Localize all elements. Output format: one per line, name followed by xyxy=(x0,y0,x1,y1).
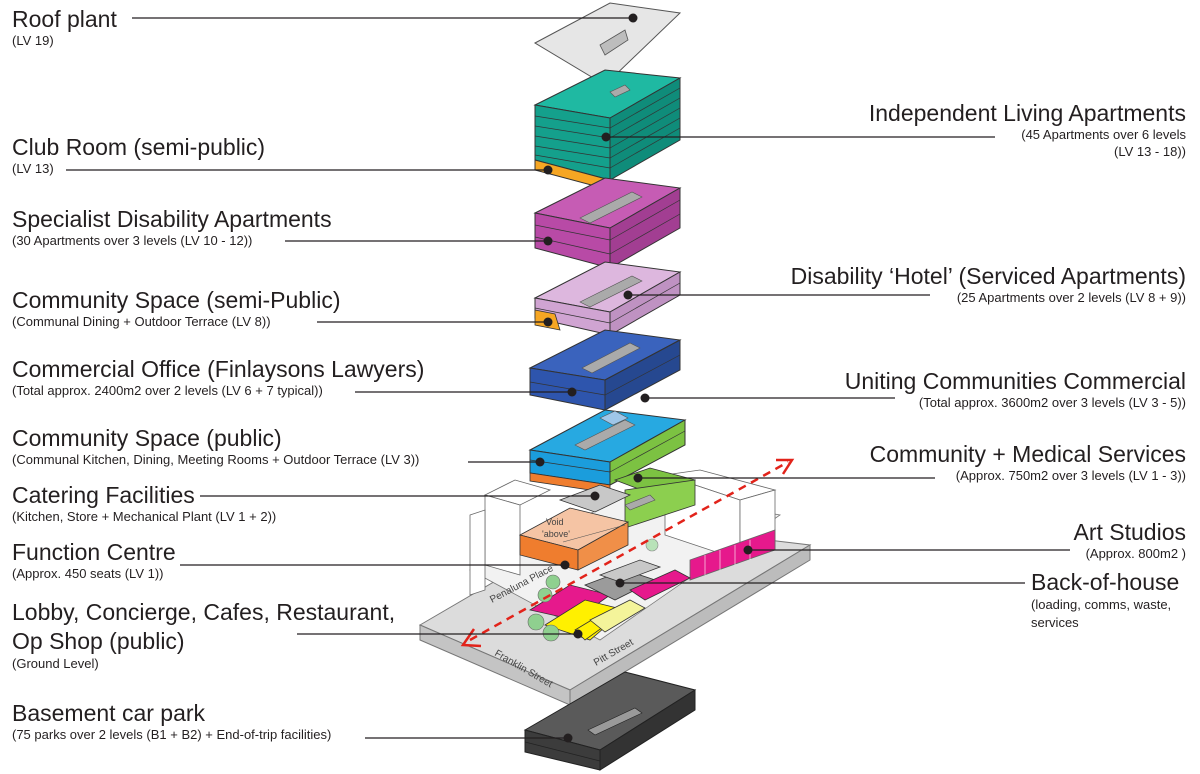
basement-block xyxy=(523,671,697,771)
roof-plant-sub: (LV 19) xyxy=(12,33,54,49)
uniting-title: Uniting Communities Commercial xyxy=(844,368,1186,394)
leader-dots xyxy=(535,13,753,743)
leader-lines xyxy=(66,17,1070,739)
label-roof-plant: Roof plant (LV 19) xyxy=(12,6,117,49)
function-centre-sub: (Approx. 450 seats (LV 1)) xyxy=(12,566,164,582)
lobby-title-line2: Op Shop (public) xyxy=(12,628,185,655)
ila-block xyxy=(533,69,682,191)
community-semi-sub: (Communal Dining + Outdoor Terrace (LV 8… xyxy=(12,314,271,330)
label-art-studios: Art Studios (Approx. 800m2 ) xyxy=(1074,519,1187,562)
sda-title: Specialist Disability Apartments xyxy=(12,206,332,232)
sda-block xyxy=(533,177,682,269)
void-label-2: 'above' xyxy=(542,529,570,539)
label-lobby: Lobby, Concierge, Cafes, Restaurant, Op … xyxy=(12,599,395,672)
label-commercial-office: Commercial Office (Finlaysons Lawyers) (… xyxy=(12,356,424,399)
medical-sub: (Approx. 750m2 over 3 levels (LV 1 - 3)) xyxy=(955,468,1186,484)
label-uniting: Uniting Communities Commercial (Total ap… xyxy=(845,368,1186,411)
label-community-public: Community Space (public) (Communal Kitch… xyxy=(12,425,419,468)
label-catering: Catering Facilities (Kitchen, Store + Me… xyxy=(12,482,276,525)
roof-plant-slab xyxy=(533,2,682,86)
ila-sub-line2: (LV 13 - 18)) xyxy=(1113,144,1186,160)
club-room-sub: (LV 13) xyxy=(12,161,54,177)
community-semi-title: Community Space (semi-Public) xyxy=(12,287,341,313)
label-boh: Back-of-house (loading, comms, waste, se… xyxy=(1031,569,1179,631)
label-hotel: Disability ‘Hotel’ (Serviced Apartments)… xyxy=(791,263,1186,306)
label-community-semi: Community Space (semi-Public) (Communal … xyxy=(12,287,340,330)
art-studios-title: Art Studios xyxy=(1073,519,1187,545)
label-sda: Specialist Disability Apartments (30 Apa… xyxy=(12,206,332,249)
basement-sub: (75 parks over 2 levels (B1 + B2) + End-… xyxy=(12,727,332,743)
commercial-office-title: Commercial Office (Finlaysons Lawyers) xyxy=(12,356,425,382)
art-studios-sub: (Approx. 800m2 ) xyxy=(1085,546,1186,562)
community-public-sub: (Communal Kitchen, Dining, Meeting Rooms… xyxy=(12,452,420,468)
commercial-office-sub: (Total approx. 2400m2 over 2 levels (LV … xyxy=(12,383,323,399)
lobby-sub: (Ground Level) xyxy=(12,655,99,671)
uniting-sub: (Total approx. 3600m2 over 3 levels (LV … xyxy=(918,395,1186,411)
lobby-title-line1: Lobby, Concierge, Cafes, Restaurant, xyxy=(12,599,396,625)
void-label-1: Void xyxy=(546,517,564,527)
hotel-block xyxy=(533,261,682,336)
uniting-block xyxy=(528,409,687,494)
hotel-sub: (25 Apartments over 2 levels (LV 8 + 9)) xyxy=(956,290,1186,306)
ila-title: Independent Living Apartments xyxy=(868,100,1186,126)
sda-sub: (30 Apartments over 3 levels (LV 10 - 12… xyxy=(12,233,253,249)
boh-title: Back-of-house xyxy=(1031,569,1180,595)
boh-sub-line2: services xyxy=(1031,615,1079,631)
commercial-office-block xyxy=(528,329,682,411)
function-centre-title: Function Centre xyxy=(12,539,176,565)
catering-sub: (Kitchen, Store + Mechanical Plant (LV 1… xyxy=(12,509,277,525)
label-function-centre: Function Centre (Approx. 450 seats (LV 1… xyxy=(12,539,176,582)
community-public-title: Community Space (public) xyxy=(12,425,282,451)
catering-title: Catering Facilities xyxy=(12,482,195,508)
club-room-title: Club Room (semi-public) xyxy=(12,134,266,160)
label-medical: Community + Medical Services (Approx. 75… xyxy=(870,441,1186,484)
roof-plant-title: Roof plant xyxy=(12,6,117,32)
basement-title: Basement car park xyxy=(12,700,206,726)
label-ila: Independent Living Apartments (45 Apartm… xyxy=(869,100,1186,160)
label-basement: Basement car park (75 parks over 2 level… xyxy=(12,700,331,743)
label-club-room: Club Room (semi-public) (LV 13) xyxy=(12,134,265,177)
medical-title: Community + Medical Services xyxy=(869,441,1186,467)
ila-sub-line1: (45 Apartments over 6 levels xyxy=(1021,127,1186,143)
hotel-title: Disability ‘Hotel’ (Serviced Apartments) xyxy=(790,263,1186,289)
boh-sub-line1: (loading, comms, waste, xyxy=(1031,597,1172,613)
